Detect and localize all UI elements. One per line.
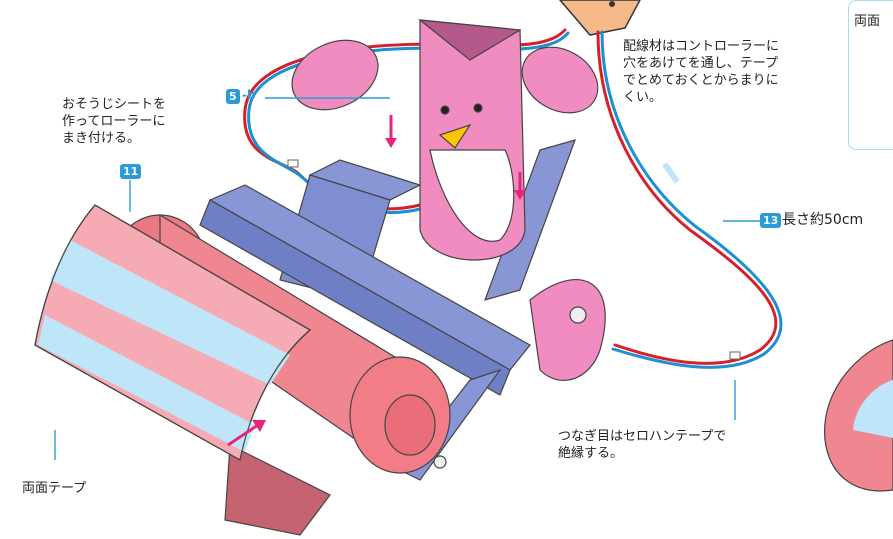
tape-note: 両面テープ <box>22 481 87 496</box>
step-badge-13: 13 <box>760 213 782 228</box>
cleaning-sheet <box>34 204 312 461</box>
panel-text: 両面 <box>854 14 881 29</box>
motion-arrows <box>227 115 526 447</box>
side-panel: 両面 <box>848 0 893 150</box>
controller-box <box>559 0 641 36</box>
wiring-note: 配線材はコントローラーに 穴をあけてを通し、テープ でとめておくとからまりに く… <box>623 39 780 105</box>
step-badge-11: 11 <box>120 164 142 179</box>
frame <box>199 139 576 481</box>
sheet-note: おそうじシートを 作ってローラーに まき付ける。 <box>62 97 167 146</box>
step-badge-5: 5 <box>226 89 240 104</box>
wire-length-label: 長さ約50cm <box>782 212 864 228</box>
step-5-suffix: -b <box>242 88 256 102</box>
joint-note: つなぎ目はセロハンテープで 絶縁する。 <box>558 429 727 461</box>
penguin-body <box>291 19 606 381</box>
leader-lines <box>54 97 760 460</box>
roller-partial-right <box>824 339 893 492</box>
